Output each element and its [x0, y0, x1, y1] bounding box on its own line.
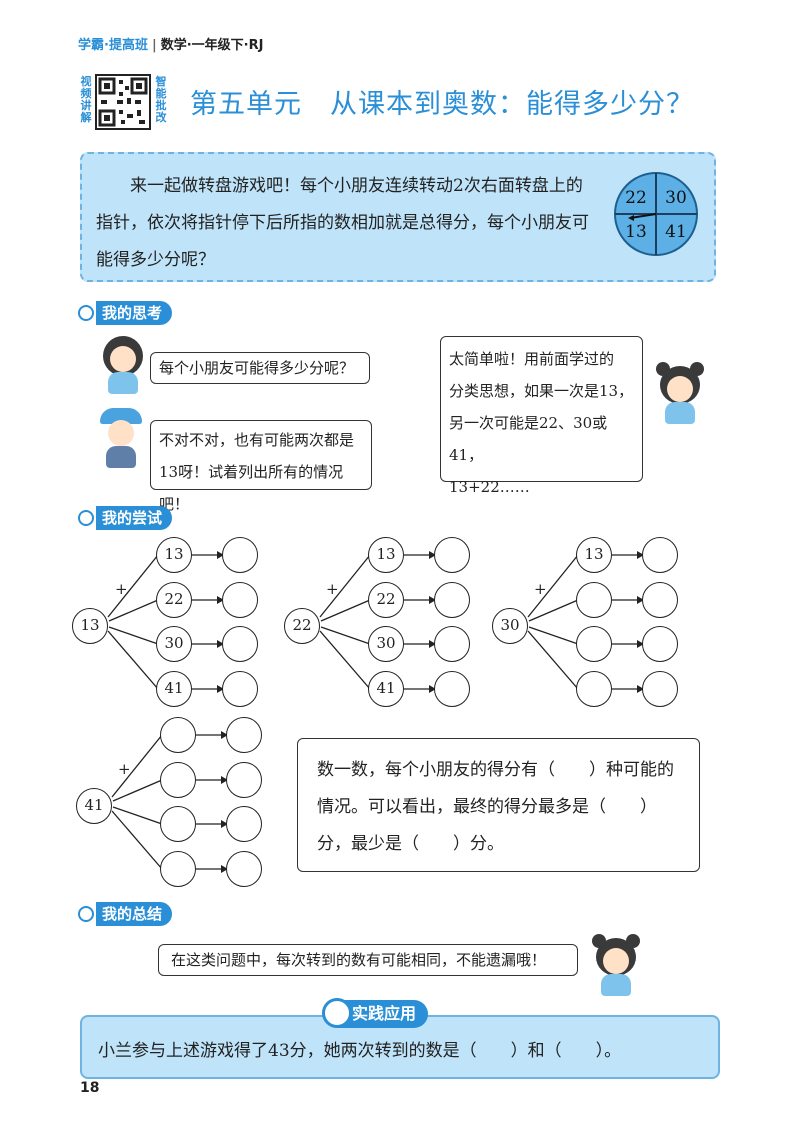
- section-tag-think: 我的思考: [96, 301, 173, 325]
- tree-connectors: [527, 551, 644, 693]
- practice-question[interactable]: 小兰参与上述游戏得了43分，她两次转到的数是（ ）和（ ）。: [98, 1041, 622, 1061]
- answer-circle[interactable]: [434, 582, 470, 618]
- qr-code-icon[interactable]: [95, 74, 151, 130]
- qr-left-label: 视频讲解: [80, 75, 92, 124]
- lightbulb-icon: [78, 510, 94, 526]
- unit-title: 第五单元 从课本到奥数：能得多少分？: [190, 89, 694, 120]
- tree-branch: 22: [368, 582, 404, 618]
- tree-connectors: [319, 551, 436, 693]
- tree-branch: 41: [156, 671, 192, 707]
- tree-branch: 41: [368, 671, 404, 707]
- boy-avatar: [98, 408, 144, 468]
- tree-branch: 13: [368, 537, 404, 573]
- answer-circle[interactable]: [434, 537, 470, 573]
- header-separator: |: [151, 38, 157, 53]
- count-question-text[interactable]: 数一数，每个小朋友的得分有（ ）种可能的情况。可以看出，最终的得分最多是（ ）分…: [317, 760, 674, 854]
- lightbulb-icon: [78, 906, 94, 922]
- answer-circle[interactable]: [222, 671, 258, 707]
- answer-circle[interactable]: [226, 806, 262, 842]
- bubble-line: 13+22……: [449, 478, 530, 496]
- answer-circle[interactable]: [226, 717, 262, 753]
- tree-branch: 30: [368, 626, 404, 662]
- spinner-pointer: [629, 213, 657, 219]
- wheel-value: 30: [665, 188, 687, 208]
- tree-branch: 13: [576, 537, 612, 573]
- page-header: 学霸·提高班|数学·一年级下·RJ: [78, 34, 263, 53]
- tree-branch[interactable]: [576, 671, 612, 707]
- answer-circle[interactable]: [642, 582, 678, 618]
- tree-root: 41: [76, 788, 112, 824]
- section-tag-summary: 我的总结: [96, 902, 173, 926]
- thought-bubble-a1: 太简单啦！用前面学过的 分类思想，如果一次是13， 另一次可能是22、30或41…: [440, 336, 643, 496]
- tree-branch[interactable]: [576, 582, 612, 618]
- answer-circle[interactable]: [434, 626, 470, 662]
- answer-circle[interactable]: [222, 626, 258, 662]
- plus-sign: +: [534, 580, 547, 598]
- target-icon: [322, 998, 352, 1028]
- lightbulb-icon: [78, 305, 94, 321]
- wheel-value: 13: [625, 222, 647, 242]
- answer-circle[interactable]: [222, 582, 258, 618]
- intro-text: 来一起做转盘游戏吧！每个小朋友连续转动2次右面转盘上的指针，依次将指针停下后所指…: [96, 176, 589, 270]
- section-tag-try: 我的尝试: [96, 506, 173, 530]
- girl-avatar: [100, 336, 146, 394]
- bubble-line: 分类思想，如果一次是13，: [449, 382, 634, 400]
- plus-sign: +: [115, 580, 128, 598]
- tree-branch[interactable]: [160, 717, 196, 753]
- thought-bubble-q2: 不对不对，也有可能两次都是13呀！试着列出所有的情况吧！: [150, 420, 372, 513]
- answer-circle[interactable]: [642, 537, 678, 573]
- answer-circle[interactable]: [226, 762, 262, 798]
- spinner-wheel: 22 30 13 41: [614, 172, 698, 256]
- tree-branch[interactable]: [576, 626, 612, 662]
- wheel-value: 41: [665, 222, 687, 242]
- tree-branch: 30: [156, 626, 192, 662]
- tree-connectors: [111, 731, 228, 873]
- answer-circle[interactable]: [434, 671, 470, 707]
- plus-sign: +: [326, 580, 339, 598]
- tree-root: 13: [72, 608, 108, 644]
- count-question-box: [297, 738, 700, 872]
- plus-sign: +: [118, 760, 131, 778]
- girl-buns-avatar: [656, 362, 704, 424]
- answer-circle[interactable]: [642, 671, 678, 707]
- subject-label: 数学·一年级下·RJ: [160, 38, 264, 53]
- intro-box: [80, 152, 716, 282]
- summary-bubble: 在这类问题中，每次转到的数有可能相同，不能遗漏哦！: [158, 944, 578, 976]
- series-brand: 学霸·提高班: [78, 38, 148, 53]
- tree-branch[interactable]: [160, 851, 196, 887]
- answer-circle[interactable]: [226, 851, 262, 887]
- tree-branch: 13: [156, 537, 192, 573]
- page-number: 18: [80, 1080, 100, 1096]
- tree-root: 30: [492, 608, 528, 644]
- tree-connectors: [107, 551, 224, 693]
- qr-right-label: 智能批改: [155, 75, 167, 124]
- girl-buns-avatar: [592, 934, 640, 996]
- tree-branch[interactable]: [160, 762, 196, 798]
- tree-branch[interactable]: [160, 806, 196, 842]
- bubble-line: 另一次可能是22、30或41，: [449, 414, 608, 464]
- wheel-value: 22: [625, 188, 647, 208]
- bubble-line: 太简单啦！用前面学过的: [449, 350, 615, 368]
- thought-bubble-q1: 每个小朋友可能得多少分呢？: [150, 352, 370, 384]
- answer-circle[interactable]: [222, 537, 258, 573]
- tree-root: 22: [284, 608, 320, 644]
- tree-branch: 22: [156, 582, 192, 618]
- answer-circle[interactable]: [642, 626, 678, 662]
